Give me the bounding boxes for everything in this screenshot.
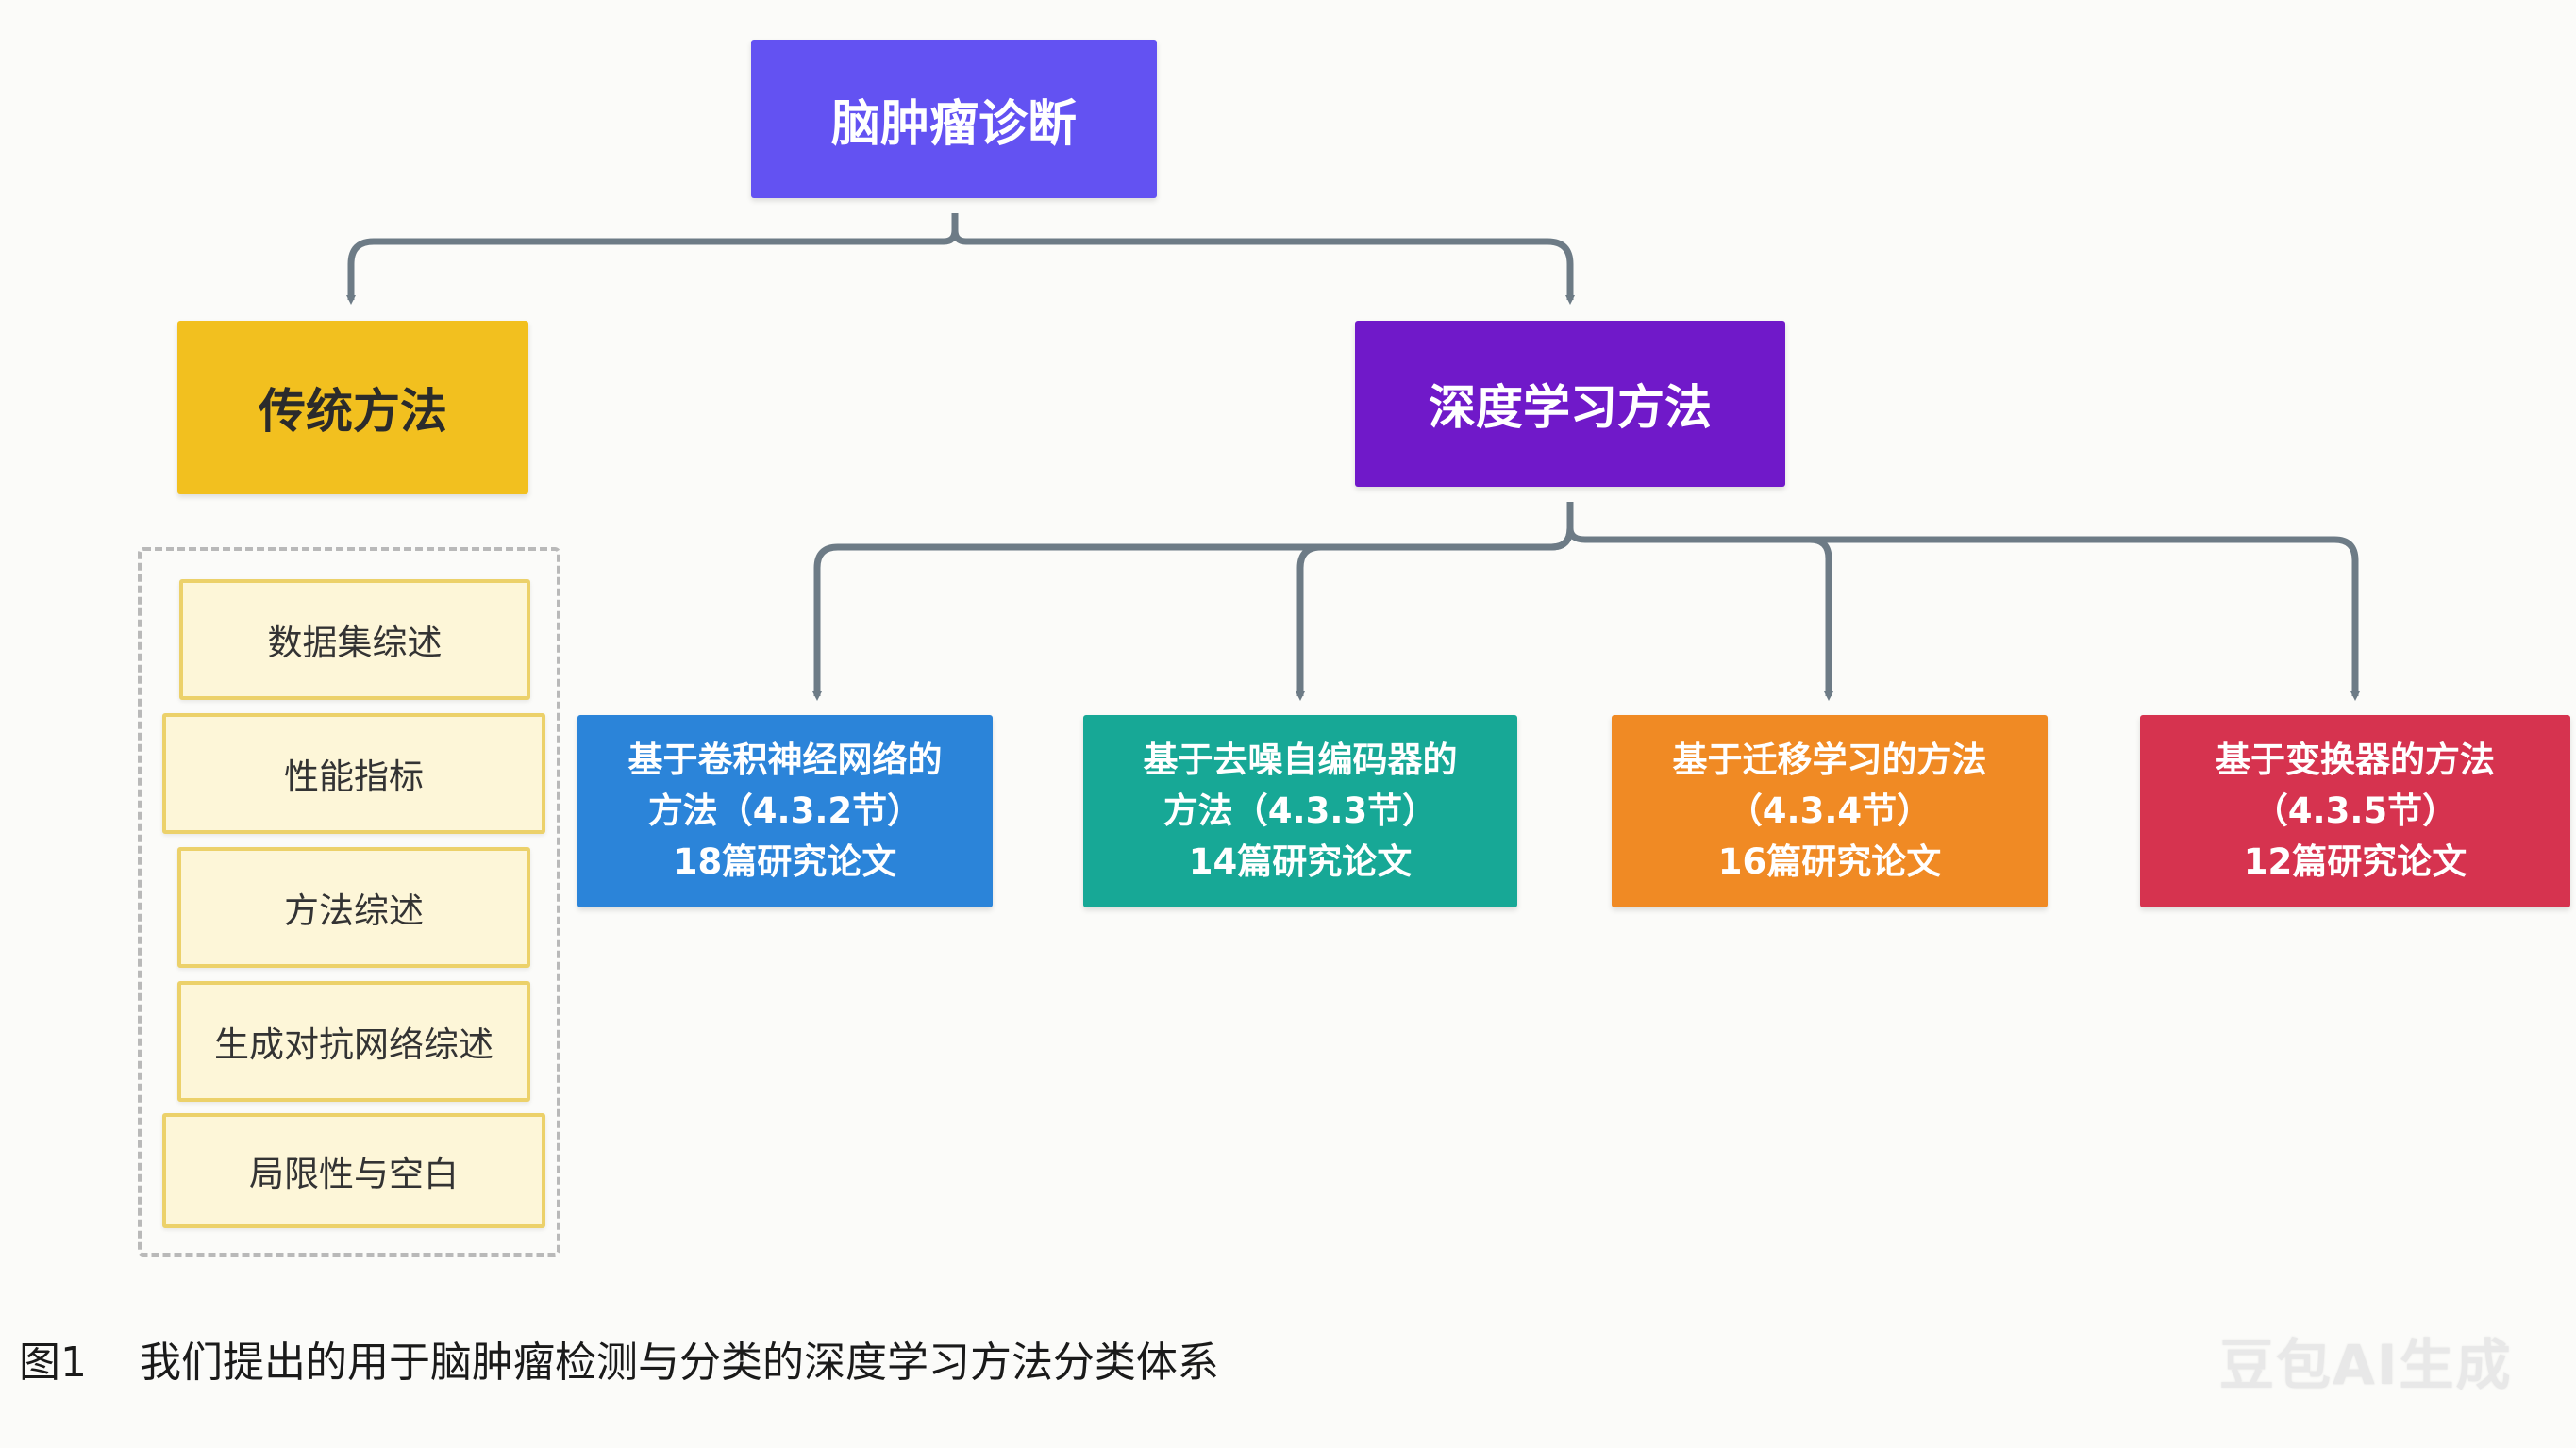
connector-dl-to-dae	[1296, 527, 1574, 701]
traditional-item-method-review: 方法综述	[177, 847, 530, 968]
leaf-transfer-line1: 基于迁移学习的方法	[1672, 740, 1987, 780]
leaf-transformer-line1: 基于变换器的方法	[2216, 740, 2495, 780]
leaf-cnn-line2: 方法（4.3.2节）	[647, 791, 923, 831]
leaf-transformer-methods: 基于变换器的方法 （4.3.5节） 12篇研究论文	[2140, 715, 2570, 907]
leaf-transformer-line3: 12篇研究论文	[2243, 841, 2467, 882]
leaf-transfer-learning-methods: 基于迁移学习的方法 （4.3.4节） 16篇研究论文	[1612, 715, 2048, 907]
connector-dl-to-transfer	[1566, 527, 1833, 701]
connector-root-to-traditional	[346, 213, 959, 305]
deep-learning-methods-node: 深度学习方法	[1355, 321, 1785, 487]
traditional-item-gan-review: 生成对抗网络综述	[177, 981, 530, 1102]
connector-dl-to-cnn	[812, 502, 1574, 701]
leaf-cnn-line3: 18篇研究论文	[673, 841, 897, 882]
traditional-item-performance-metrics: 性能指标	[162, 713, 545, 834]
leaf-dae-line3: 14篇研究论文	[1188, 841, 1413, 882]
leaf-transfer-line3: 16篇研究论文	[1717, 841, 1942, 882]
connector-dl-to-transformer	[1810, 536, 2360, 701]
leaf-transformer-line2: （4.3.5节）	[2252, 791, 2458, 831]
leaf-transfer-line2: （4.3.4节）	[1727, 791, 1932, 831]
leaf-cnn-line1: 基于卷积神经网络的	[627, 740, 943, 780]
traditional-item-limitations-gaps: 局限性与空白	[162, 1113, 545, 1228]
traditional-item-dataset-review: 数据集综述	[179, 579, 530, 700]
connector-root-to-deep-learning	[951, 229, 1575, 305]
leaf-cnn-methods: 基于卷积神经网络的 方法（4.3.2节） 18篇研究论文	[577, 715, 993, 907]
traditional-items-group	[138, 547, 560, 1257]
traditional-methods-node: 传统方法	[177, 321, 528, 494]
leaf-dae-line1: 基于去噪自编码器的	[1143, 740, 1458, 780]
root-node: 脑肿瘤诊断	[751, 40, 1157, 198]
leaf-dae-methods: 基于去噪自编码器的 方法（4.3.3节） 14篇研究论文	[1083, 715, 1517, 907]
leaf-dae-line2: 方法（4.3.3节）	[1163, 791, 1438, 831]
figure-caption: 图1 我们提出的用于脑肿瘤检测与分类的深度学习方法分类体系	[19, 1339, 1219, 1387]
watermark-logo: 豆包AI生成	[2219, 1333, 2513, 1397]
